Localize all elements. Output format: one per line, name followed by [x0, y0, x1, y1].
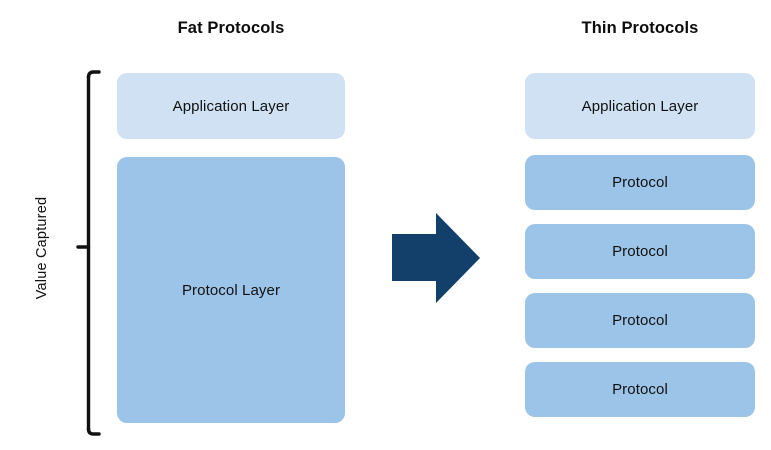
thin-protocol-box-3: Protocol: [525, 293, 755, 348]
thin-protocol-label-1: Protocol: [612, 174, 668, 191]
thin-protocol-label-4: Protocol: [612, 381, 668, 398]
value-captured-bracket: [72, 66, 106, 440]
thin-protocol-box-2: Protocol: [525, 224, 755, 279]
thin-protocol-label-2: Protocol: [612, 243, 668, 260]
fat-application-layer-label: Application Layer: [172, 97, 290, 115]
thin-protocol-box-4: Protocol: [525, 362, 755, 417]
thin-protocol-box-1: Protocol: [525, 155, 755, 210]
thin-application-layer-box: Application Layer: [525, 73, 755, 139]
thin-protocol-label-3: Protocol: [612, 312, 668, 329]
thin-application-layer-label: Application Layer: [581, 97, 699, 115]
value-captured-axis-label: Value Captured: [34, 196, 50, 300]
transformation-arrow: [388, 209, 484, 307]
fat-protocol-layer-label: Protocol Layer: [181, 281, 281, 299]
fat-protocol-layer-box: Protocol Layer: [117, 157, 345, 423]
thin-protocols-title: Thin Protocols: [581, 19, 699, 37]
right-arrow-icon: [392, 213, 480, 303]
left-curly-brace-icon: [76, 70, 101, 436]
fat-application-layer-box: Application Layer: [117, 73, 345, 139]
fat-protocols-title: Fat Protocols: [177, 19, 285, 37]
